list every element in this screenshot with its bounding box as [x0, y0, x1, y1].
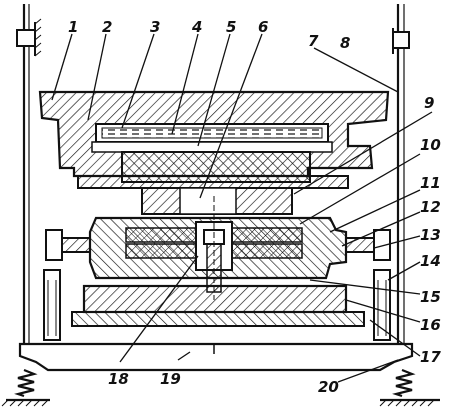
right-support-post — [373, 269, 391, 341]
callout-1: 1 — [68, 18, 78, 36]
callout-11: 11 — [420, 174, 441, 192]
left-spring — [1, 368, 50, 407]
callout-19: 19 — [160, 370, 181, 388]
callout-labels: 1 2 3 4 5 6 7 8 9 10 11 12 13 14 15 16 1… — [68, 18, 441, 396]
mold-cavity — [91, 123, 333, 153]
left-side-clamp — [45, 229, 91, 261]
callout-7: 7 — [308, 32, 319, 50]
callout-3: 3 — [150, 18, 160, 36]
middle-die-assembly — [88, 196, 348, 300]
callout-15: 15 — [420, 288, 441, 306]
right-spring — [379, 368, 440, 407]
callout-16: 16 — [420, 316, 441, 334]
callout-2: 2 — [102, 18, 112, 36]
callout-17: 17 — [420, 348, 441, 366]
callout-9: 9 — [424, 94, 434, 112]
lower-die — [71, 284, 365, 327]
callout-18: 18 — [108, 370, 129, 388]
right-guide-rod — [392, 4, 410, 350]
callout-8: 8 — [340, 34, 350, 52]
callout-12: 12 — [420, 198, 441, 216]
left-guide-rod — [16, 4, 42, 350]
callout-4: 4 — [191, 18, 202, 36]
callout-20: 20 — [318, 378, 339, 396]
left-support-post — [43, 269, 61, 341]
callout-10: 10 — [420, 136, 441, 154]
leader-lines — [51, 33, 433, 383]
base-plate — [18, 342, 414, 372]
callout-14: 14 — [420, 252, 441, 270]
callout-5: 5 — [226, 18, 236, 36]
callout-13: 13 — [420, 226, 441, 244]
callout-6: 6 — [258, 18, 268, 36]
